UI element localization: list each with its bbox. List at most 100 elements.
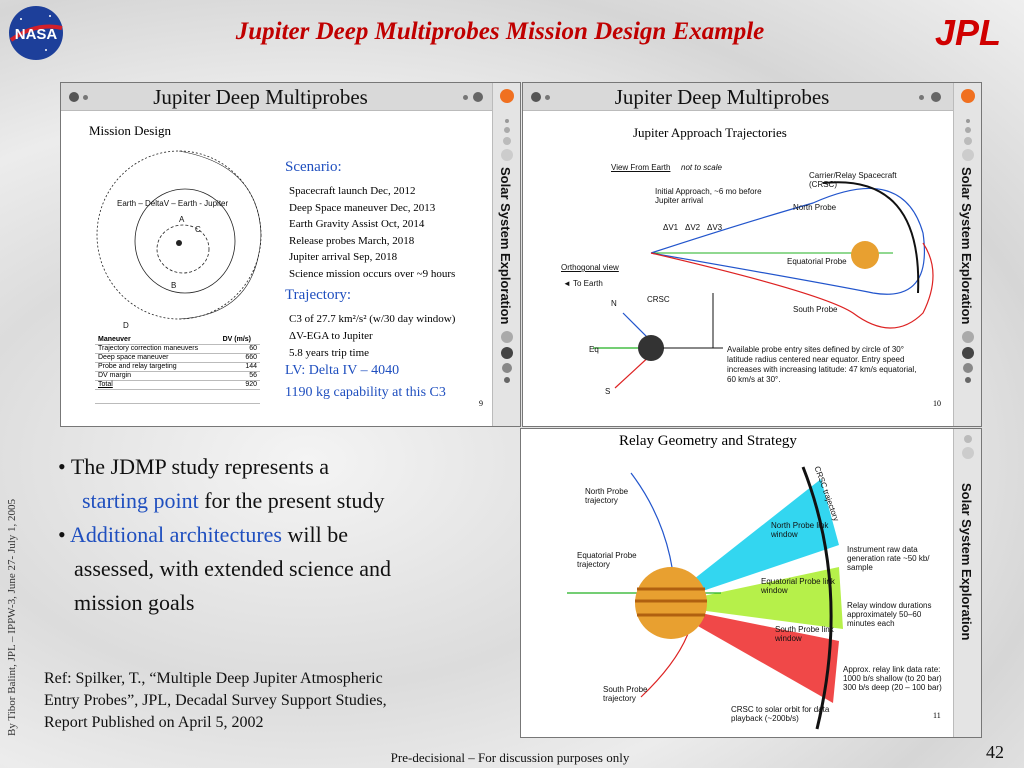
view-from-earth: View From Earth: [611, 163, 671, 172]
table-cell: Probe and relay targeting: [95, 362, 220, 372]
list-item: Jupiter arrival Sep, 2018: [289, 251, 398, 263]
panel-subtitle: Jupiter Approach Trajectories: [633, 125, 787, 140]
entry-note: Available probe entry sites defined by c…: [727, 345, 917, 384]
carrier-label: Carrier/Relay Spacecraft (CRSC): [809, 171, 897, 189]
footer: Pre-decisional – For discussion purposes…: [390, 750, 630, 765]
table-cell: 920: [219, 380, 260, 390]
panel-header: Jupiter Deep Multiprobes: [523, 83, 981, 111]
page-number: 9: [479, 399, 483, 408]
bullet-2-line3: mission goals: [74, 590, 195, 615]
point-b: B: [171, 281, 177, 290]
approach-trajectories-panel: Jupiter Deep Multiprobes Solar System Ex…: [522, 82, 982, 427]
initial-approach: Initial Approach, ~6 mo before Jupiter a…: [655, 187, 762, 205]
s-label: S: [605, 387, 611, 396]
north-trajectory-label: North Probe trajectory: [585, 487, 629, 505]
side-label: Solar System Exploration: [959, 167, 974, 325]
table-cell: Trajectory correction maneuvers: [95, 344, 220, 354]
north-window-label: North Probe link window: [771, 521, 829, 539]
table-cell: DV margin: [95, 371, 220, 381]
panel-title: Relay Geometry and Strategy: [619, 433, 797, 449]
bullet-2-line2: assessed, with extended science and: [74, 556, 392, 581]
crsc-label: CRSC: [647, 295, 670, 304]
bullet-highlight: starting point: [82, 488, 199, 513]
point-c: C: [195, 225, 201, 234]
jpl-logo: JPL: [935, 14, 1001, 50]
page-number: 10: [933, 399, 941, 408]
slide-number: 42: [986, 742, 1004, 762]
panel-sidebar: Solar System Exploration: [492, 83, 520, 426]
table-header: Maneuver: [95, 335, 220, 345]
dv-label: ΔV1: [663, 223, 679, 232]
panel-header: Jupiter Deep Multiprobes: [61, 83, 520, 111]
south-probe-label: South Probe: [793, 305, 838, 314]
author-credit: By Tibor Balint, JPL – IPPW-3, June 27- …: [6, 498, 18, 736]
list-item: Earth Gravity Assist Oct, 2014: [289, 218, 425, 230]
not-to-scale: not to scale: [681, 163, 722, 172]
panel-subtitle: Mission Design: [89, 123, 171, 138]
equatorial-window-label: Equatorial Probe link window: [761, 577, 835, 595]
relay-geometry-panel: Solar System Exploration Relay Geometry …: [520, 428, 982, 738]
equatorial-probe-label: Equatorial Probe: [787, 257, 847, 266]
reference-line: Ref: Spilker, T., “Multiple Deep Jupiter…: [44, 670, 383, 687]
list-item: Science mission occurs over ~9 hours: [289, 267, 456, 280]
panel-title: Jupiter Deep Multiprobes: [153, 85, 368, 109]
n-label: N: [611, 299, 617, 308]
svg-text:JPL: JPL: [935, 14, 1001, 50]
eq-label: Eq: [589, 345, 599, 354]
trajectory-heading: Trajectory:: [285, 287, 352, 303]
table-cell: 60: [219, 344, 260, 354]
bullet-text: will be: [287, 522, 348, 547]
reference: Ref: Spilker, T., “Multiple Deep Jupiter…: [44, 668, 504, 734]
link-rate-label: Approx. relay link data rate: 1000 b/s s…: [843, 665, 942, 692]
trajectory-list: C3 of 27.7 km²/s² (w/30 day window) ΔV-E…: [289, 311, 455, 362]
nasa-logo: NASA: [9, 6, 63, 60]
reference-line: Report Published on April 5, 2002: [44, 714, 264, 731]
dv-label: ΔV3: [707, 223, 723, 232]
list-item: C3 of 27.7 km²/s² (w/30 day window): [289, 313, 456, 325]
bullet-text: for the present study: [204, 488, 385, 513]
table-cell: 144: [219, 362, 260, 372]
list-item: ΔV-EGA to Jupiter: [289, 330, 373, 342]
point-a: A: [179, 215, 185, 224]
table-cell: Deep space maneuver: [95, 353, 220, 363]
svg-text:NASA: NASA: [15, 26, 58, 43]
to-earth: ◄ To Earth: [563, 279, 603, 288]
table-row: [95, 389, 260, 404]
side-label: Solar System Exploration: [959, 483, 974, 641]
mission-design-panel: Jupiter Deep Multiprobes Solar System Ex…: [60, 82, 521, 427]
panel-sidebar: Solar System Exploration: [953, 83, 981, 426]
diagram-label: Earth – DeltaV – Earth - Jupiter: [117, 199, 229, 208]
list-item: Deep Space maneuver Dec, 2013: [289, 201, 436, 214]
reference-line: Entry Probes”, JPL, Decadal Survey Suppo…: [44, 692, 387, 709]
table-cell: Total: [95, 380, 220, 390]
trajectory-diagram: [96, 150, 262, 320]
crsc-orbit-label: CRSC to solar orbit for data playback (~…: [731, 705, 830, 723]
list-item: Spacecraft launch Dec, 2012: [289, 185, 416, 197]
instrument-label: Instrument raw data generation rate ~50 …: [847, 545, 930, 572]
table-cell: 56: [219, 371, 260, 381]
panel-sidebar: Solar System Exploration: [953, 429, 981, 737]
capability: 1190 kg capability at this C3: [285, 385, 446, 400]
scenario-heading: Scenario:: [285, 159, 342, 175]
page-number: 11: [933, 711, 941, 720]
point-d: D: [123, 321, 129, 330]
side-label: Solar System Exploration: [498, 167, 513, 325]
table-cell: 660: [219, 353, 260, 363]
list-item: 5.8 years trip time: [289, 347, 370, 359]
scenario-list: Spacecraft launch Dec, 2012 Deep Space m…: [289, 183, 455, 282]
approach-diagram: [593, 181, 934, 389]
north-probe-label: North Probe: [793, 203, 837, 212]
bullet-highlight: Additional architectures: [70, 522, 282, 547]
orthogonal-view: Orthogonal view: [561, 263, 619, 272]
dv-label: ΔV2: [685, 223, 701, 232]
relay-durations-label: Relay window durations approximately 50–…: [847, 601, 932, 628]
table-header: DV (m/s): [219, 335, 260, 345]
bullet-2: • Additional architectures will be: [58, 522, 348, 547]
